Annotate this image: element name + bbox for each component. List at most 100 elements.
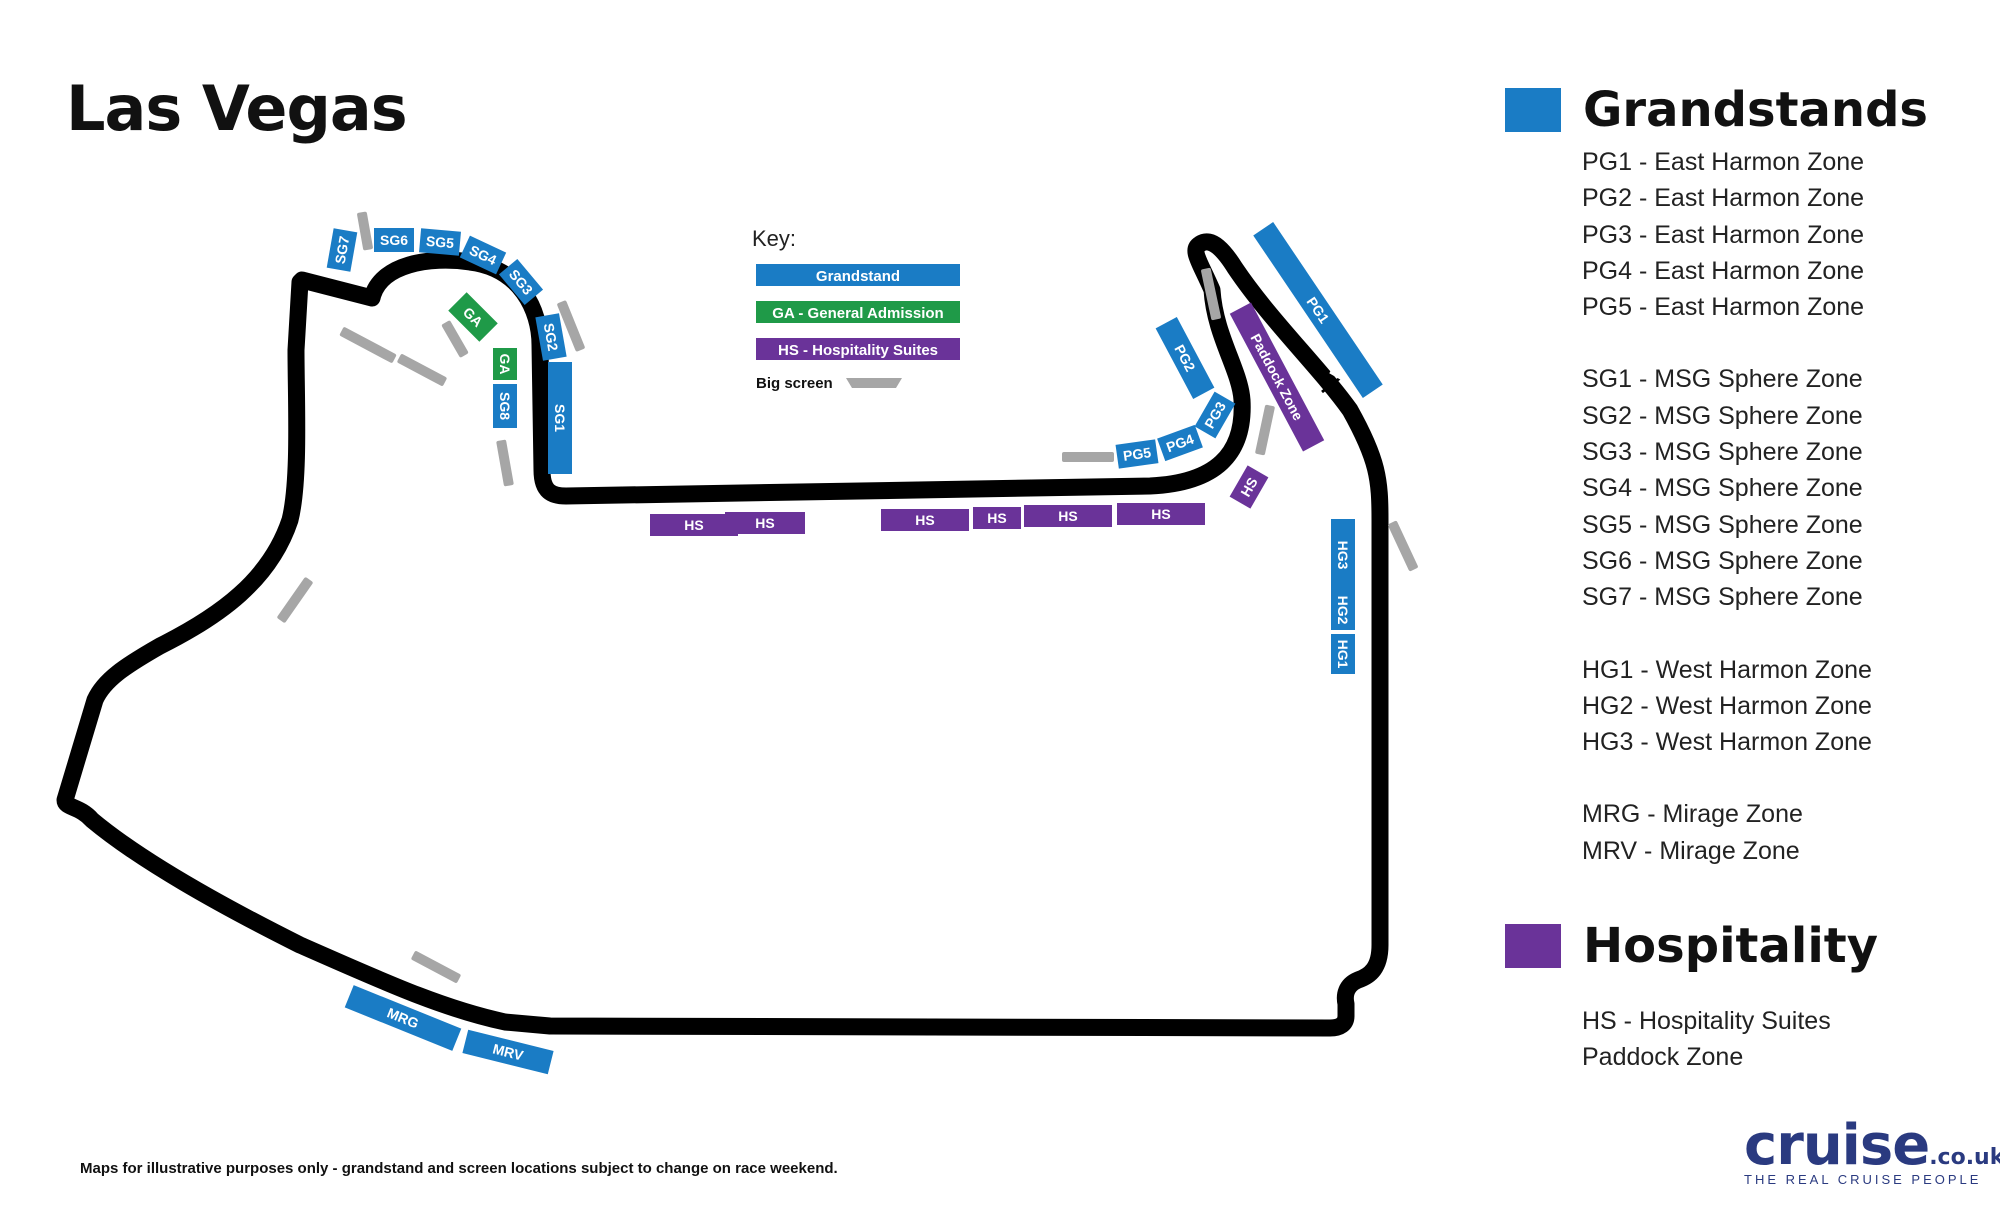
map-key: Key: Grandstand GA - General Admission H… xyxy=(752,226,960,392)
legend-item: SG2 - MSG Sphere Zone xyxy=(1582,401,1863,430)
grandstands: SG7 SG6 SG5 SG4 SG3 SG2 SG1 SG8 xyxy=(326,222,1383,1075)
legend-item: PG2 - East Harmon Zone xyxy=(1582,184,1865,213)
key-big-screen-label: Big screen xyxy=(756,375,833,392)
grandstand-hg2: HG2 xyxy=(1331,590,1355,630)
brand-logo[interactable]: cruise.co.uk THE REAL CRUISE PEOPLE xyxy=(1744,1118,2000,1188)
grandstand-pg5: PG5 xyxy=(1115,439,1159,469)
key-big-screen-swatch xyxy=(846,378,902,388)
big-screen xyxy=(1255,404,1275,456)
big-screen xyxy=(1388,520,1418,572)
grandstand-sg6: SG6 xyxy=(374,228,414,252)
big-screen xyxy=(1062,452,1114,462)
ga-area-1: GA xyxy=(448,292,498,342)
key-ga-label: GA - General Admission xyxy=(772,305,943,322)
hs-label: HS xyxy=(755,515,774,531)
pg5-label: PG5 xyxy=(1122,444,1152,464)
hospitality-suite: HS xyxy=(881,509,969,531)
sg8-label: SG8 xyxy=(497,392,513,420)
legend-spacer xyxy=(1582,760,1872,796)
legend-grandstands-swatch xyxy=(1505,88,1561,132)
legend-item: MRG - Mirage Zone xyxy=(1582,800,1803,829)
legend-item: MRV - Mirage Zone xyxy=(1582,836,1800,865)
legend-hospitality-swatch xyxy=(1505,924,1561,968)
sg7-label: SG7 xyxy=(332,235,353,266)
hospitality-suite: HS xyxy=(725,512,805,534)
grandstand-sg5: SG5 xyxy=(419,228,461,256)
legend-item: SG7 - MSG Sphere Zone xyxy=(1582,583,1863,612)
big-screen xyxy=(441,320,469,358)
grandstand-hg1: HG1 xyxy=(1331,634,1355,674)
sg5-label: SG5 xyxy=(425,233,455,251)
big-screen xyxy=(339,327,397,363)
legend-item: SG5 - MSG Sphere Zone xyxy=(1582,510,1863,539)
legend-item: PG4 - East Harmon Zone xyxy=(1582,256,1865,285)
legend-item: SG3 - MSG Sphere Zone xyxy=(1582,438,1863,467)
legend-item: PG1 - East Harmon Zone xyxy=(1582,148,1865,176)
grandstand-pg2: PG2 xyxy=(1155,317,1215,399)
legend-hospitality-title: Hospitality xyxy=(1583,918,1879,974)
legend-item: HS - Hospitality Suites xyxy=(1582,1007,1831,1035)
sg6-label: SG6 xyxy=(380,232,408,248)
track-outline xyxy=(56,233,1389,1037)
hs-label: HS xyxy=(1151,506,1170,522)
page-title: Las Vegas xyxy=(66,72,408,145)
hospitality-suite: HS xyxy=(1229,465,1269,509)
hs-label: HS xyxy=(915,512,934,528)
legend-hospitality-header: Hospitality xyxy=(1505,918,1878,974)
sg1-label: SG1 xyxy=(552,404,568,432)
legend-grandstands-title: Grandstands xyxy=(1583,82,1928,138)
grandstand-pg3: PG3 xyxy=(1194,391,1236,439)
big-screen xyxy=(411,951,461,983)
hg3-label: HG3 xyxy=(1335,541,1351,570)
mrv-label: MRV xyxy=(491,1041,525,1064)
big-screen xyxy=(1201,267,1221,321)
key-hospitality-label: HS - Hospitality Suites xyxy=(778,342,938,359)
big-screen xyxy=(357,211,373,251)
hospitality-suite: HS xyxy=(650,514,738,536)
legend-spacer xyxy=(1582,616,1872,652)
hospitality-suite: HS xyxy=(1024,505,1112,527)
disclaimer: Maps for illustrative purposes only - gr… xyxy=(80,1160,838,1177)
legend-grandstands-list: PG1 - East Harmon Zone PG2 - East Harmon… xyxy=(1582,144,1872,869)
grandstand-sg2: SG2 xyxy=(535,313,567,361)
legend-grandstands-header: Grandstands xyxy=(1505,82,1928,138)
key-hospitality-swatch xyxy=(756,338,960,360)
legend-spacer xyxy=(1582,325,1872,361)
hs-label: HS xyxy=(987,510,1006,526)
legend-item: PG3 - East Harmon Zone xyxy=(1582,220,1865,249)
key-grandstand-swatch xyxy=(756,264,960,286)
key-grandstand-label: Grandstand xyxy=(816,268,900,285)
hs-label: HS xyxy=(1058,508,1077,524)
grandstand-sg8: SG8 xyxy=(493,384,517,428)
grandstand-pg4: PG4 xyxy=(1157,424,1203,462)
legend-item: PG5 - East Harmon Zone xyxy=(1582,293,1865,322)
general-admission-areas: GA GA xyxy=(448,292,517,380)
legend-item: HG3 - West Harmon Zone xyxy=(1582,728,1872,757)
grandstand-hg3: HG3 xyxy=(1331,519,1355,591)
hg2-label: HG2 xyxy=(1335,596,1351,625)
grandstand-sg7: SG7 xyxy=(326,228,358,272)
grandstand-sg1: SG1 xyxy=(548,362,572,474)
big-screen xyxy=(277,577,313,623)
brand-tld: .co.uk xyxy=(1929,1145,2000,1170)
brand-tagline: THE REAL CRUISE PEOPLE xyxy=(1744,1172,1982,1187)
legend-item: Paddock Zone xyxy=(1582,1043,1744,1072)
big-screen xyxy=(557,300,585,352)
grandstand-mrv: MRV xyxy=(462,1029,554,1075)
big-screen xyxy=(496,439,514,487)
start-finish-marker xyxy=(1321,370,1345,394)
legend-item: HG1 - West Harmon Zone xyxy=(1582,655,1872,684)
legend-item: SG6 - MSG Sphere Zone xyxy=(1582,546,1863,575)
key-heading: Key: xyxy=(752,226,796,251)
legend-hospitality-list: HS - Hospitality Suites Paddock Zone xyxy=(1582,1003,1831,1076)
big-screen xyxy=(397,354,447,386)
legend-item: SG1 - MSG Sphere Zone xyxy=(1582,365,1863,394)
hospitality-suite: HS xyxy=(973,507,1021,529)
ga2-label: GA xyxy=(497,354,513,375)
legend-item: HG2 - West Harmon Zone xyxy=(1582,691,1872,720)
hospitality-suite: HS xyxy=(1117,503,1205,525)
big-screens xyxy=(277,211,1418,983)
hg1-label: HG1 xyxy=(1335,640,1351,669)
key-ga-swatch xyxy=(756,301,960,323)
